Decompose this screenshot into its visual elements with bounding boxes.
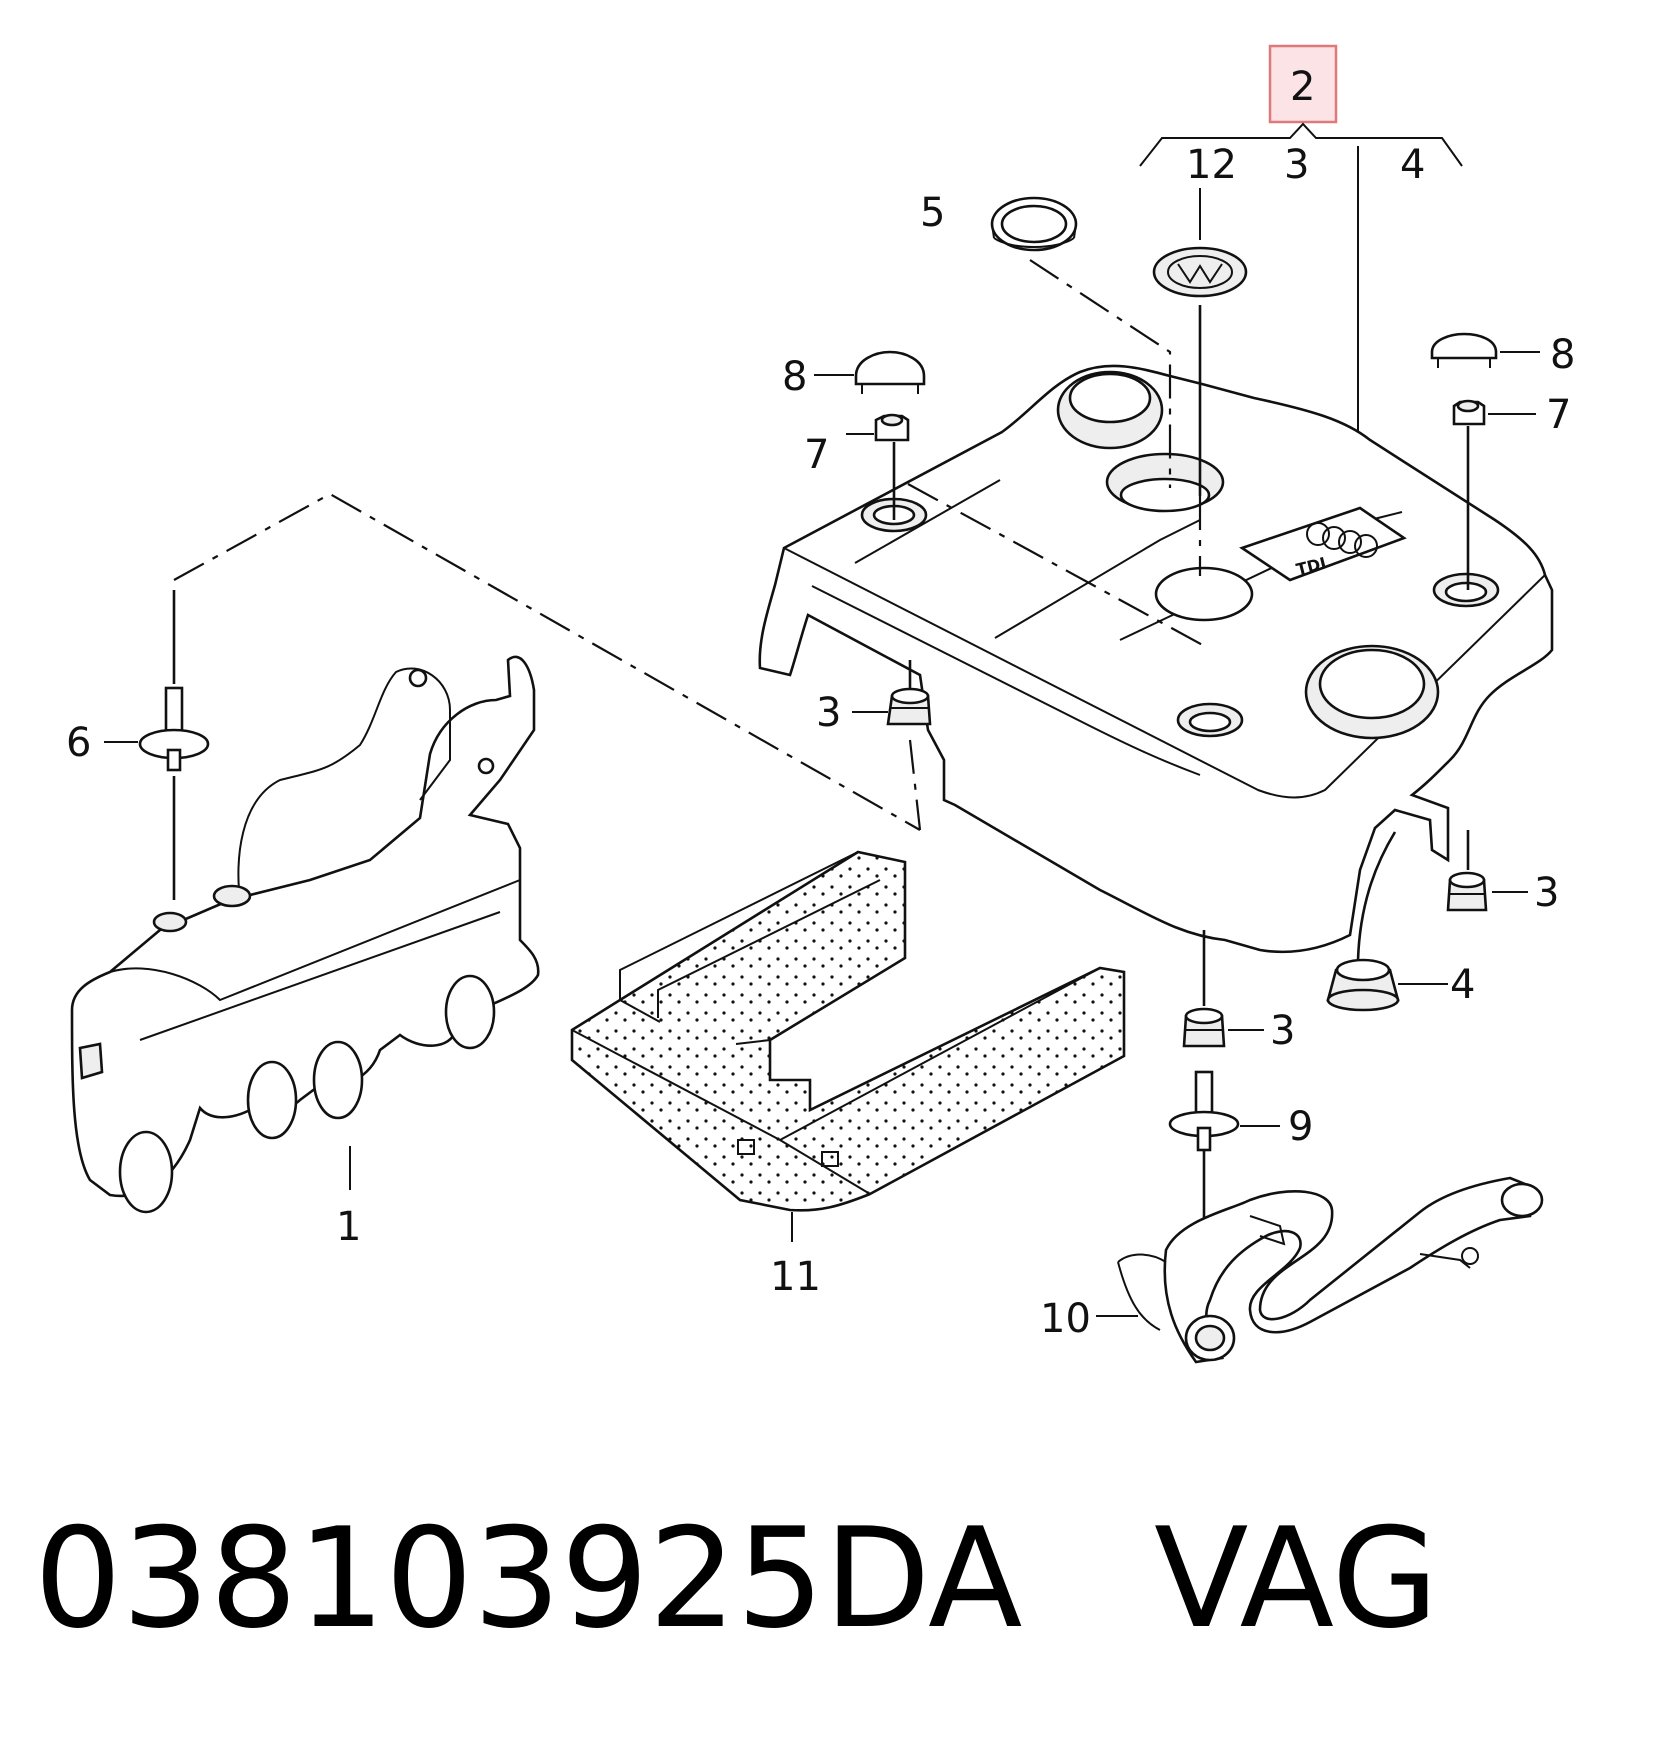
part-10-coolant-pipe (1117, 1176, 1544, 1364)
part-5-ring (990, 196, 1078, 252)
part-3-grommet-c (1182, 1007, 1226, 1048)
part-3-grommet-a (886, 687, 932, 726)
part-9-stud (1168, 1070, 1240, 1152)
callout-2: 2 (1290, 64, 1315, 110)
callout-3-lower: 3 (1270, 1008, 1295, 1054)
callout-12: 12 (1186, 142, 1237, 188)
part-4-bump-stop (1326, 958, 1400, 1012)
callout-1: 1 (336, 1204, 361, 1250)
callout-3-left: 3 (816, 690, 841, 736)
assembly-bracket (1139, 122, 1463, 452)
engine-cover: TDI (758, 364, 1554, 954)
part-8-cap-left (854, 350, 926, 394)
audi-rings-emblem (1306, 522, 1378, 558)
callout-5: 5 (920, 190, 945, 236)
brand-label: VAG (1154, 1498, 1439, 1659)
part-12-emblem (1152, 246, 1248, 298)
callout-9: 9 (1288, 1104, 1313, 1150)
part-7-nut-right (1452, 399, 1486, 426)
part-6-stud (138, 686, 210, 772)
part-number-footer: 038103925DA VAG (34, 1510, 1439, 1648)
callout-7-left: 7 (804, 432, 829, 478)
callout-10: 10 (1040, 1296, 1091, 1342)
callout-3-bracket: 3 (1284, 142, 1309, 188)
highlight-box-item-2 (1268, 44, 1338, 124)
part-7-nut-left (874, 413, 910, 442)
part-1-exhaust-manifold (70, 655, 540, 1214)
callout-3-right: 3 (1534, 870, 1559, 916)
callout-8-left: 8 (782, 354, 807, 400)
callout-8-right: 8 (1550, 332, 1575, 378)
part-3-grommet-b (1446, 871, 1488, 912)
part-8-cap-right (1430, 332, 1498, 368)
callout-7-right: 7 (1546, 392, 1571, 438)
callout-4-right: 4 (1450, 962, 1475, 1008)
callout-6: 6 (66, 720, 91, 766)
callout-11: 11 (770, 1254, 821, 1300)
callout-4-bracket: 4 (1400, 142, 1425, 188)
part-11-insulation-mat (570, 850, 1126, 1212)
part-number: 038103925DA (34, 1498, 1023, 1659)
